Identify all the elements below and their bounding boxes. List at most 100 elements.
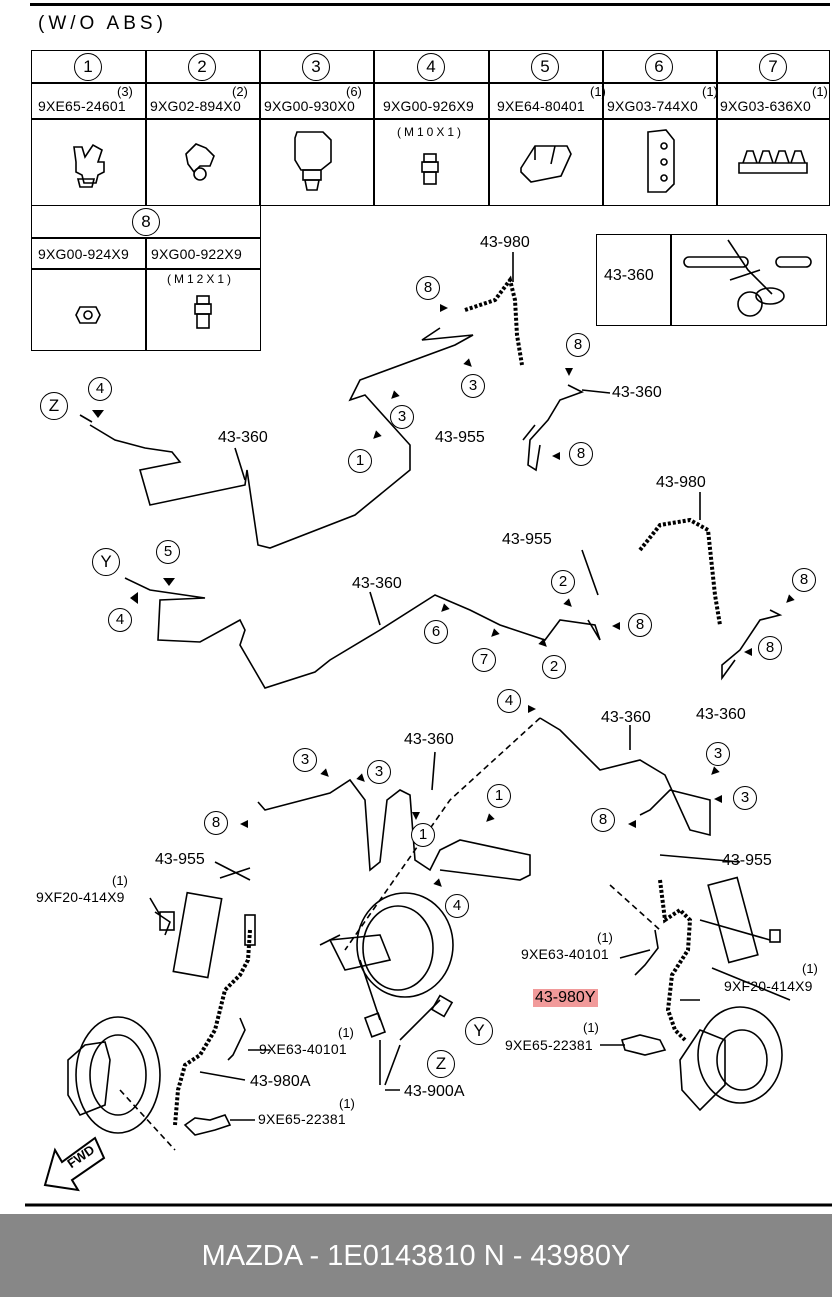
footer-bar [0, 1214, 832, 1297]
brake-hose-right [638, 517, 722, 626]
callout-1: 1 [487, 784, 511, 808]
label-43-980-top: 43-980 [480, 234, 530, 251]
parts-table-hline1 [31, 82, 830, 84]
brake-pipe-rear-right [539, 717, 711, 837]
tool-box-part: 43-360 [604, 267, 654, 284]
label-43-955-c: 43-955 [155, 851, 205, 868]
footer-text: MAZDA - 1E0143810 N - 43980Y [201, 1240, 631, 1272]
label-43-360-e: 43-360 [601, 709, 651, 726]
callout-2: 2 [551, 570, 575, 594]
callout-8: 8 [591, 808, 615, 832]
label-43-980-right: 43-980 [656, 474, 706, 491]
callout-4: 4 [497, 689, 521, 713]
table-qty-6: (1) [702, 84, 718, 99]
label-43-955-a: 43-955 [435, 429, 485, 446]
table-part-7: 9XG03-636X0 [720, 98, 811, 114]
ref-y-bottom: Y [465, 1017, 493, 1045]
callout-4: 4 [108, 608, 132, 632]
table-note-8b: (M12X1) [167, 272, 235, 286]
brake-hose-left [173, 929, 252, 1126]
label-43-980a: 43-980A [250, 1073, 311, 1090]
label-9xf20-right-qty: (1) [802, 961, 818, 976]
label-9xe63-right: 9XE63-40101 [521, 946, 609, 962]
callout-4: 4 [445, 894, 469, 918]
table-part-4: 9XG00-926X9 [383, 98, 474, 114]
table-num-8: 8 [132, 208, 160, 236]
label-9xf20-left: 9XF20-414X9 [36, 889, 125, 905]
table-part-8b: 9XG00-922X9 [151, 246, 242, 262]
master-cylinder [328, 934, 392, 971]
brake-pipe-rear-left [257, 778, 531, 881]
clip-3-icon [294, 131, 332, 191]
label-9xe65-right-qty: (1) [583, 1020, 599, 1035]
fwd-arrow-icon [43, 1136, 106, 1192]
callout-8: 8 [416, 276, 440, 300]
table-num-5: 5 [531, 53, 559, 81]
clip-5-icon [520, 145, 572, 183]
table-num-6: 6 [645, 53, 673, 81]
callout-3: 3 [461, 374, 485, 398]
callout-2: 2 [542, 655, 566, 679]
table-part-1: 9XE65-24601 [38, 98, 126, 114]
parts-table-hline2 [31, 118, 830, 120]
brake-caliper-right [679, 1029, 726, 1112]
callout-3: 3 [293, 748, 317, 772]
callout-arrows [92, 304, 795, 887]
callout-7: 7 [472, 648, 496, 672]
brake-pipe-top-right [527, 384, 585, 472]
tool-box [596, 234, 827, 326]
label-9xe65-right: 9XE65-22381 [505, 1037, 593, 1053]
table-part-5: 9XE64-80401 [497, 98, 585, 114]
parts-table [31, 50, 830, 206]
callout-3: 3 [367, 760, 391, 784]
callout-1: 1 [348, 449, 372, 473]
callout-1: 1 [411, 823, 435, 847]
rear-dashed-1 [344, 717, 541, 951]
callout-8: 8 [566, 333, 590, 357]
label-43-360-f: 43-360 [404, 731, 454, 748]
label-43-955-b: 43-955 [502, 531, 552, 548]
table-num-3: 3 [302, 53, 330, 81]
callout-3: 3 [390, 405, 414, 429]
brake-pipe-y [124, 577, 601, 689]
callout-8: 8 [758, 636, 782, 660]
label-9xe65-left: 9XE65-22381 [258, 1111, 346, 1127]
label-9xe63-left-qty: (1) [338, 1025, 354, 1040]
brake-pipe-right [721, 609, 783, 681]
tube-cutter-icon [683, 239, 812, 317]
callout-8: 8 [628, 613, 652, 637]
label-9xf20-right: 9XF20-414X9 [724, 978, 813, 994]
brake-rotor-left [75, 1016, 161, 1134]
bracket-left [172, 891, 223, 979]
diagram-lines [25, 129, 832, 1207]
brake-caliper-left [67, 1041, 111, 1116]
table-part-6: 9XG03-744X0 [607, 98, 698, 114]
clip-2-icon [185, 143, 215, 181]
table-qty-5: (1) [590, 84, 606, 99]
brake-rotor-right [697, 1006, 783, 1104]
label-43-360-b: 43-360 [218, 429, 268, 446]
table-part-8a: 9XG00-924X9 [38, 246, 129, 262]
clip-6-icon [647, 129, 675, 193]
label-43-980y-highlighted: 43-980Y [533, 989, 598, 1007]
table-part-3: 9XG00-930X0 [264, 98, 355, 114]
header-note: (W/O ABS) [38, 13, 167, 34]
brake-hose-right-rear [658, 879, 693, 1042]
nut-8b-icon [194, 295, 212, 329]
label-43-955-d: 43-955 [722, 852, 772, 869]
callout-3: 3 [733, 786, 757, 810]
label-43-360-d: 43-360 [696, 706, 746, 723]
callout-6: 6 [424, 620, 448, 644]
label-9xe63-left: 9XE63-40101 [259, 1041, 347, 1057]
label-43-900a: 43-900A [404, 1083, 465, 1100]
ref-z-bottom: Z [427, 1050, 455, 1078]
table-qty-2: (2) [232, 84, 248, 99]
table-part-2: 9XG02-894X0 [150, 98, 241, 114]
brake-pipe-z [89, 327, 474, 549]
label-9xe65-left-qty: (1) [339, 1096, 355, 1111]
top-border [30, 3, 830, 6]
callout-8: 8 [792, 568, 816, 592]
callout-4: 4 [88, 377, 112, 401]
table-num-7: 7 [759, 53, 787, 81]
callout-8: 8 [569, 442, 593, 466]
